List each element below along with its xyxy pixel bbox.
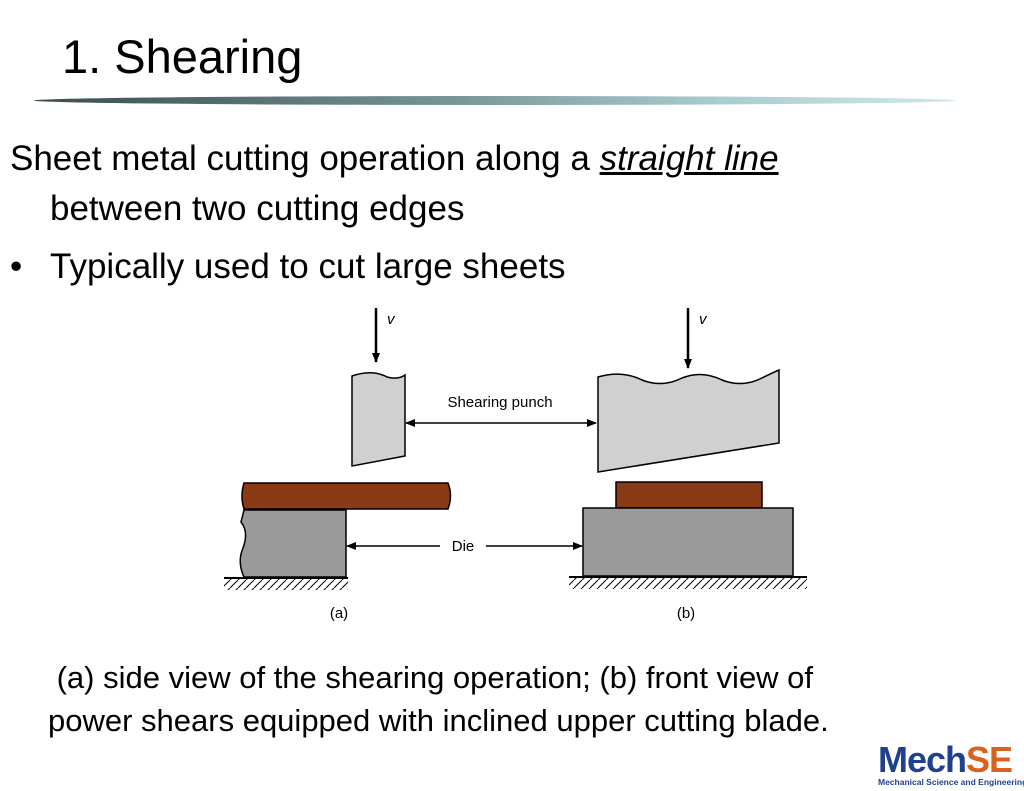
bullet-item: • Typically used to cut large sheets bbox=[10, 242, 970, 292]
shearing-figure: v v Shearing punch Die (a) (b) bbox=[224, 308, 807, 622]
ground-hatch-a bbox=[224, 578, 348, 590]
definition-emphasis: straight line bbox=[599, 139, 779, 178]
figure-caption: (a) side view of the shearing operation;… bbox=[48, 656, 968, 742]
velocity-label-b: v bbox=[699, 311, 708, 328]
die-label: Die bbox=[452, 538, 475, 555]
punch-a bbox=[351, 372, 406, 467]
die-a bbox=[239, 509, 347, 578]
slide-body: Sheet metal cutting operation along a st… bbox=[10, 134, 970, 292]
definition-paragraph: Sheet metal cutting operation along a st… bbox=[10, 134, 970, 184]
definition-end: between two cutting edges bbox=[50, 189, 465, 228]
sheet-b bbox=[615, 481, 763, 509]
panel-a-label: (a) bbox=[330, 605, 348, 622]
definition-start: Sheet metal cutting operation along a bbox=[10, 139, 600, 178]
punch-label: Shearing punch bbox=[447, 394, 552, 411]
bullet-icon: • bbox=[10, 247, 23, 286]
logo-wordmark: MechSE bbox=[878, 738, 1013, 782]
ground-hatch-b bbox=[569, 577, 807, 589]
logo-subtitle: Mechanical Science and Engineering bbox=[878, 777, 1024, 787]
sheet-a bbox=[241, 482, 452, 510]
die-b bbox=[582, 507, 794, 577]
velocity-label-a: v bbox=[387, 311, 396, 328]
panel-b-label: (b) bbox=[677, 605, 695, 622]
caption-line-2: power shears equipped with inclined uppe… bbox=[48, 703, 829, 738]
slide-title: 1. Shearing bbox=[62, 30, 303, 83]
bullet-text: Typically used to cut large sheets bbox=[50, 247, 566, 286]
punch-b bbox=[597, 368, 780, 473]
logo-se-text: SE bbox=[966, 739, 1013, 780]
caption-line-1: (a) side view of the shearing operation;… bbox=[48, 660, 814, 695]
title-underline-rule bbox=[34, 96, 956, 105]
mechse-logo: MechSE Mechanical Science and Engineerin… bbox=[876, 739, 1024, 791]
logo-mech-text: Mech bbox=[878, 739, 967, 780]
